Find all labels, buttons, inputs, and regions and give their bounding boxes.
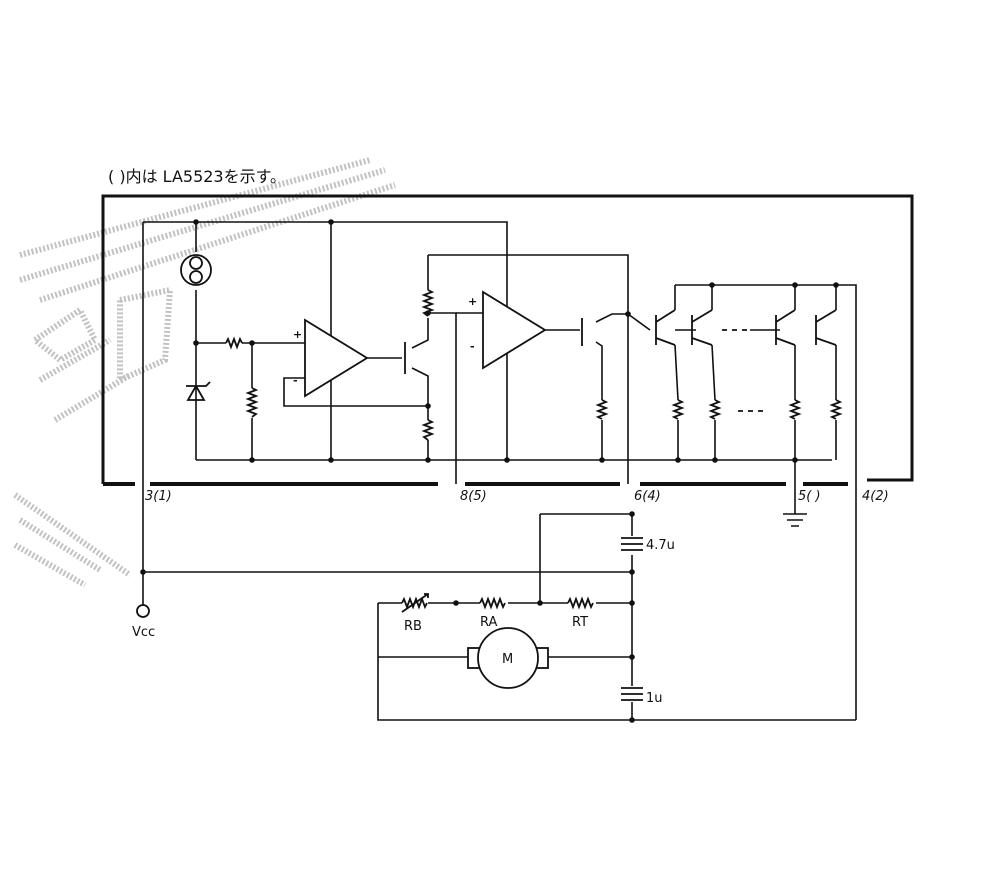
external-wiring (143, 513, 856, 721)
opamp2-minus-sign: - (470, 340, 475, 353)
motor-label: M (502, 652, 513, 667)
pin-label-4: 4(2) (862, 489, 889, 504)
resistor-rb-symbol (401, 593, 429, 613)
internal-resistors (225, 289, 843, 441)
capacitor-1u-symbol (621, 687, 643, 701)
resistor-rt-label: RT (572, 615, 588, 630)
package-note: ( )内は LA5523を示す。 (108, 167, 286, 186)
resistor-rb-label: RB (404, 619, 422, 634)
junction-dots (140, 219, 839, 723)
capacitor-4-7u-symbol (621, 537, 643, 551)
ic-outline (101, 194, 914, 486)
zener-diode-symbol (186, 381, 211, 401)
watermark-stamp (13, 157, 396, 588)
opamp1-minus-sign: - (293, 374, 298, 387)
vcc-terminal (136, 604, 150, 618)
motor-symbol (467, 627, 549, 689)
current-source-symbol (180, 254, 212, 286)
opamp-1 (304, 318, 369, 398)
pin-label-3: 3(1) (145, 489, 172, 504)
opamp-2 (482, 290, 547, 370)
resistor-ra-symbol (479, 596, 506, 610)
transistor-symbols (404, 309, 837, 374)
pin-label-5: 5( ) (798, 489, 821, 504)
pin-label-8: 8(5) (460, 489, 487, 504)
pin-label-6: 6(4) (634, 489, 661, 504)
capacitor-4-7u-label: 4.7u (646, 538, 675, 553)
opamp1-plus-sign: + (293, 328, 302, 341)
opamp2-plus-sign: + (468, 295, 477, 308)
transistor-array-ellipsis (722, 329, 763, 412)
capacitor-1u-label: 1u (646, 691, 663, 706)
resistor-rt-symbol (567, 596, 594, 610)
resistor-ra-label: RA (480, 615, 498, 630)
vcc-label: Vcc (132, 625, 155, 640)
